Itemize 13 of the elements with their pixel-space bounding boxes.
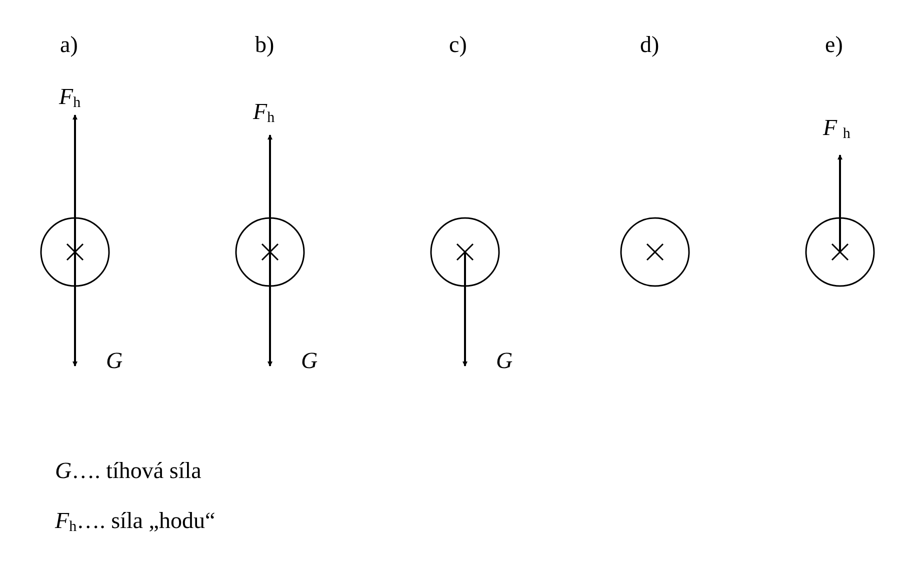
- force-label: F$_{h}$: [253, 100, 275, 126]
- panel-label: a): [60, 33, 78, 56]
- panel-label: c): [449, 33, 467, 56]
- force-label: F$_{h}$: [59, 85, 81, 111]
- legend-note: F$_{h}$…. síla „hodu“: [55, 509, 216, 535]
- force-label: G: [106, 349, 123, 372]
- legend-note: G…. tíhová síla: [55, 459, 202, 482]
- panel-label: b): [255, 33, 274, 56]
- force-label: G: [496, 349, 513, 372]
- force-label: G: [301, 349, 318, 372]
- panel-label: e): [825, 33, 843, 56]
- force-label: F $_{h}$: [823, 116, 850, 142]
- panel-label: d): [640, 33, 660, 56]
